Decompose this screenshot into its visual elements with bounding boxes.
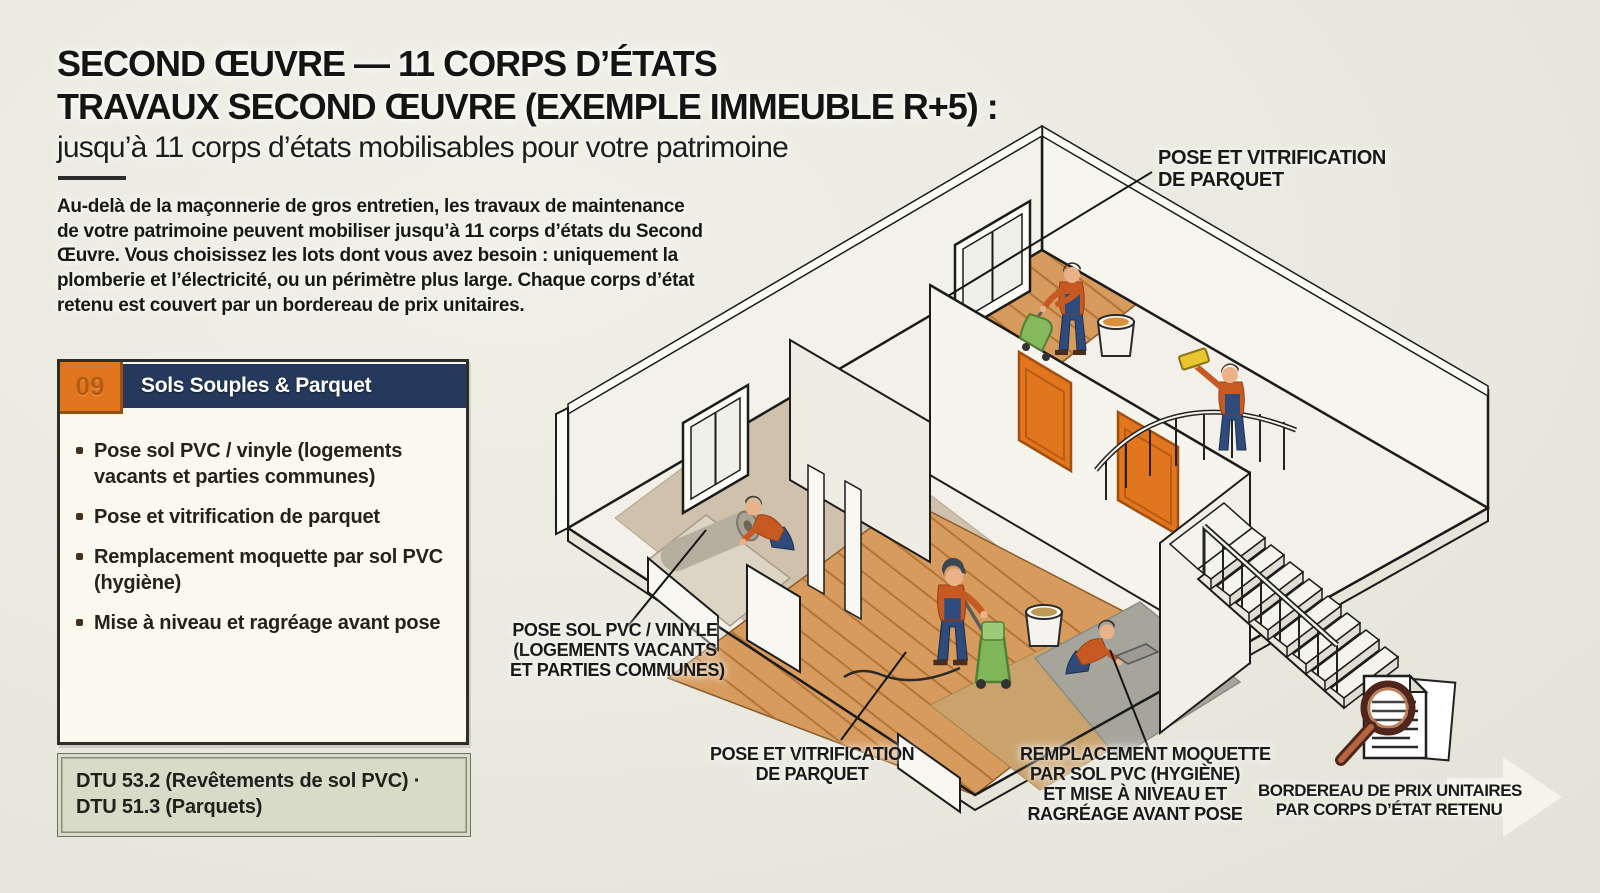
worker-ragreage <box>1065 619 1123 675</box>
list-item: Mise à niveau et ragréage avant pose <box>76 610 450 636</box>
outer-wall-left <box>555 124 1044 536</box>
lot-number-badge: 09 <box>60 362 123 414</box>
bullet-icon <box>76 513 83 520</box>
lot-card-title: Sols Souples & Parquet <box>123 364 466 408</box>
stair-railing <box>1201 523 1340 693</box>
orange-door-1 <box>1017 349 1073 474</box>
mortar-bucket-centre <box>1024 604 1064 647</box>
magnifier-icon <box>1335 680 1416 766</box>
lot-items-list: Pose sol PVC / vinyle (logements vacants… <box>60 414 466 636</box>
bordereau-icon <box>1335 673 1457 766</box>
bullet-icon <box>76 553 83 560</box>
outer-wall-right <box>1040 124 1490 511</box>
worker-sanding-centre <box>933 557 988 666</box>
arrow-right-watermark <box>1447 757 1562 837</box>
bullet-icon <box>76 619 83 626</box>
callout-parquet-bottom: POSE ET VITRIFICATION DE PARQUET <box>710 744 915 785</box>
callout-pvc: POSE SOL PVC / VINYLE (LOGEMENTS VACANTS… <box>510 620 725 681</box>
list-item: Pose et vitrification de parquet <box>76 504 450 530</box>
worker-sanding-wall <box>1191 361 1247 451</box>
list-item-label: Pose et vitrification de parquet <box>94 506 380 528</box>
leader-lines <box>627 171 1153 753</box>
building-cutaway <box>555 124 1491 814</box>
paint-bucket-top <box>1096 314 1136 357</box>
bullet-icon <box>76 447 83 454</box>
subtitle: jusqu’à 11 corps d’états mobilisables po… <box>57 131 789 165</box>
sanding-block <box>1178 347 1210 371</box>
intro-paragraph: Au-delà de la maçonnerie de gros entreti… <box>57 196 703 316</box>
title-line-1: SECOND ŒUVRE — 11 CORPS D’ÉTATS <box>57 43 718 84</box>
lot-card-header: 09 Sols Souples & Parquet <box>60 362 466 414</box>
worker-sanding-top <box>1039 262 1087 355</box>
window-left <box>681 382 750 516</box>
list-item-label: Pose sol PVC / vinyle (logements vacants… <box>94 440 403 488</box>
list-item: Pose sol PVC / vinyle (logements vacants… <box>76 438 450 490</box>
dtu-reference-box: DTU 53.2 (Revêtements de sol PVC) · DTU … <box>57 753 471 837</box>
staircase <box>1094 409 1400 710</box>
list-item-label: Remplacement moquette par sol PVC (hygiè… <box>94 546 444 594</box>
callout-moquette: REMPLACEMENT MOQUETTE PAR SOL PVC (HYGIÈ… <box>1020 744 1271 825</box>
dtu-line-2: DTU 51.3 (Parquets) <box>76 796 263 818</box>
callout-bordereau: BORDEREAU DE PRIX UNITAIRES PAR CORPS D’… <box>1258 781 1522 820</box>
power-cable <box>843 666 961 682</box>
list-item: Remplacement moquette par sol PVC (hygiè… <box>76 544 450 596</box>
trowel <box>1114 643 1160 665</box>
lot-card-sols-souples-parquet: 09 Sols Souples & Parquet Pose sol PVC /… <box>57 359 469 745</box>
orange-door-2 <box>1116 409 1180 538</box>
callout-parquet-top: POSE ET VITRIFICATION DE PARQUET <box>1158 147 1386 192</box>
dtu-line-1: DTU 53.2 (Revêtements de sol PVC) · <box>76 770 421 792</box>
title-line-2: TRAVAUX SECOND ŒUVRE (EXEMPLE IMMEUBLE R… <box>57 86 999 128</box>
worker-laying-pvc <box>739 495 795 551</box>
title-divider <box>58 176 126 180</box>
list-item-label: Mise à niveau et ragréage avant pose <box>94 612 441 634</box>
page-title: SECOND ŒUVRE — 11 CORPS D’ÉTATS TRAVAUX … <box>57 42 999 166</box>
